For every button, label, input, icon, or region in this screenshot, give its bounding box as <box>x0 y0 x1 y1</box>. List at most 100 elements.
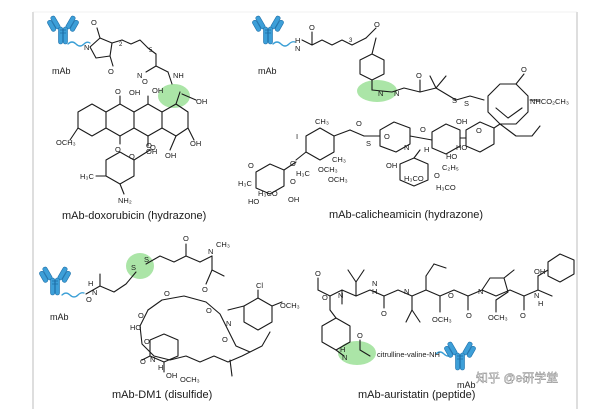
svg-text:H: H <box>424 145 429 154</box>
antibody-label: mAb <box>50 312 69 322</box>
svg-text:O: O <box>290 177 296 186</box>
svg-text:H: H <box>538 299 543 308</box>
svg-text:N: N <box>226 319 231 328</box>
svg-text:NHCO₂CH₃: NHCO₂CH₃ <box>530 97 569 106</box>
svg-text:H₃CO: H₃CO <box>404 174 424 183</box>
svg-text:NH: NH <box>173 71 184 80</box>
svg-text:OCH₃: OCH₃ <box>280 301 300 310</box>
svg-text:O: O <box>322 293 328 302</box>
svg-text:O: O <box>183 234 189 243</box>
antibody-icon <box>250 14 286 45</box>
svg-text:O: O <box>144 337 150 346</box>
svg-text:O: O <box>115 145 121 154</box>
caption-doxorubicin: mAb-doxorubicin (hydrazone) <box>62 210 206 222</box>
panel-doxorubicin: mAb O N <box>45 14 207 222</box>
svg-text:3: 3 <box>349 38 353 44</box>
svg-text:Cl: Cl <box>256 281 263 290</box>
cleavage-site-highlight <box>126 253 154 279</box>
svg-text:O: O <box>434 171 440 180</box>
svg-text:OCH₃: OCH₃ <box>488 313 508 322</box>
antibody-label: mAb <box>457 380 476 390</box>
svg-text:O: O <box>315 269 321 278</box>
svg-text:O: O <box>381 309 387 318</box>
atom-labels: O O N N H O N O OCH₃ O N OCH₃ O N H OH H… <box>315 267 545 362</box>
svg-text:O: O <box>150 143 156 152</box>
svg-text:OH: OH <box>129 88 140 97</box>
atom-labels: H N O O N N S S O NHCO₂CH₃ O CH₃ O I S O… <box>238 20 569 206</box>
svg-text:N: N <box>295 44 300 53</box>
svg-text:H₃CO: H₃CO <box>436 183 456 192</box>
antibody-label: mAb <box>52 66 71 76</box>
svg-text:O: O <box>222 335 228 344</box>
svg-text:S: S <box>366 139 371 148</box>
svg-text:HO: HO <box>248 197 259 206</box>
svg-text:S: S <box>452 96 457 105</box>
svg-text:H: H <box>88 279 93 288</box>
svg-text:O: O <box>420 125 426 134</box>
svg-text:O: O <box>129 152 135 161</box>
svg-text:O: O <box>309 23 315 32</box>
svg-text:N: N <box>534 291 539 300</box>
svg-text:O: O <box>374 20 380 29</box>
svg-text:OH: OH <box>146 147 157 156</box>
svg-text:S: S <box>144 255 149 264</box>
svg-text:O: O <box>86 295 92 304</box>
svg-text:OH: OH <box>196 97 207 106</box>
svg-text:OH: OH <box>165 151 176 160</box>
svg-text:O: O <box>521 65 527 74</box>
svg-text:2: 2 <box>119 42 123 48</box>
svg-text:N: N <box>342 353 347 362</box>
svg-text:OH: OH <box>456 117 467 126</box>
svg-text:N: N <box>338 291 343 300</box>
svg-text:S: S <box>131 263 136 272</box>
svg-text:O: O <box>164 289 170 298</box>
svg-text:N: N <box>394 89 399 98</box>
svg-text:N: N <box>404 287 409 296</box>
svg-text:OH: OH <box>386 161 397 170</box>
svg-text:OCH₃: OCH₃ <box>318 165 338 174</box>
svg-text:HO: HO <box>130 323 141 332</box>
svg-text:O: O <box>416 71 422 80</box>
svg-text:O: O <box>138 311 144 320</box>
svg-text:HO: HO <box>446 152 457 161</box>
svg-text:O: O <box>357 331 363 340</box>
caption-calicheamicin: mAb-calicheamicin (hydrazone) <box>329 209 483 221</box>
svg-text:OH: OH <box>534 267 545 276</box>
svg-text:OH: OH <box>152 86 163 95</box>
svg-text:OCH₃: OCH₃ <box>56 138 76 147</box>
svg-text:OCH₃: OCH₃ <box>432 315 452 324</box>
svg-text:H: H <box>372 287 377 296</box>
svg-text:O: O <box>142 77 148 86</box>
panel-auristatin: mAb citrulline-valine-NH O O N N H O N O… <box>315 253 575 401</box>
svg-text:O: O <box>108 67 114 76</box>
svg-text:N: N <box>372 279 377 288</box>
svg-text:OH: OH <box>190 139 201 148</box>
svg-text:OCH₃: OCH₃ <box>328 175 348 184</box>
svg-text:N: N <box>92 288 97 297</box>
svg-text:H: H <box>340 345 345 354</box>
svg-text:O: O <box>202 285 208 294</box>
svg-text:OCH₃: OCH₃ <box>180 375 200 384</box>
svg-text:N: N <box>137 71 142 80</box>
svg-text:5: 5 <box>149 48 153 54</box>
svg-text:H₃C: H₃C <box>80 172 94 181</box>
panel-calicheamicin: mAb <box>238 14 569 221</box>
svg-text:N: N <box>84 43 89 52</box>
svg-text:O: O <box>520 311 526 320</box>
watermark: 知乎 @e研学堂 <box>476 370 558 385</box>
svg-text:HO: HO <box>456 143 467 152</box>
svg-text:O: O <box>140 357 146 366</box>
svg-text:O: O <box>356 119 362 128</box>
cleavage-site-highlight <box>158 84 190 108</box>
svg-text:H₃C: H₃C <box>238 179 252 188</box>
svg-text:H: H <box>158 363 163 372</box>
antibody-icon <box>37 265 73 296</box>
caption-auristatin: mAb-auristatin (peptide) <box>358 389 475 401</box>
svg-text:CH₃: CH₃ <box>332 155 346 164</box>
svg-text:CH₃: CH₃ <box>315 117 329 126</box>
linker-label: citrulline-valine-NH <box>377 350 440 359</box>
svg-text:O: O <box>466 311 472 320</box>
svg-text:O: O <box>384 132 390 141</box>
panel-dm1: mAb O H N S S O N C <box>37 234 300 401</box>
